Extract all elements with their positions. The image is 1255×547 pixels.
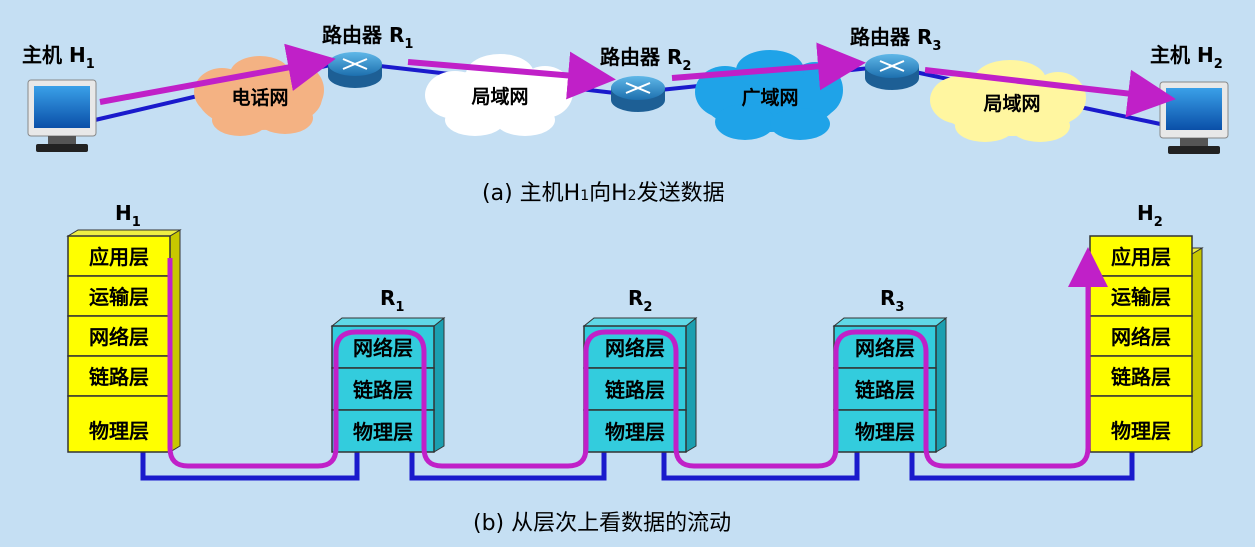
- layer-label: 网络层: [605, 336, 665, 360]
- layer-label: 网络层: [855, 336, 915, 360]
- layer-label: 链路层: [605, 378, 665, 402]
- layer-flow-path: [167, 247, 1108, 469]
- host-h2-stack: 应用层 运输层 网络层 链路层 物理层: [1088, 235, 1204, 453]
- stack-h2-label: H2: [1137, 201, 1163, 230]
- router-r3-stack: 网络层 链路层 物理层: [832, 316, 948, 453]
- layer-label: 链路层: [353, 378, 413, 402]
- layer-label: 网络层: [353, 336, 413, 360]
- host-h1-stack: 应用层 运输层 网络层 链路层 物理层: [66, 229, 182, 453]
- data-flow-arrows: [99, 42, 1176, 118]
- router-r2-stack: 网络层 链路层 物理层: [582, 316, 698, 453]
- part-b: 应用层 运输层 网络层 链路层 物理层 H1 应用层 运输层 网络层 链路层 物…: [66, 201, 1204, 536]
- layer-label: 应用层: [1111, 245, 1171, 269]
- caption-b: (b) 从层次上看数据的流动: [473, 511, 731, 536]
- layer-label: 物理层: [605, 420, 665, 444]
- router-r2-label: 路由器 R2: [600, 45, 691, 74]
- layer-label: 网络层: [89, 325, 149, 349]
- layer-label: 运输层: [89, 285, 149, 309]
- network-label: 广域网: [741, 86, 798, 109]
- router-r3-label: 路由器 R3: [850, 25, 941, 54]
- layer-label: 链路层: [855, 378, 915, 402]
- layer-label: 应用层: [89, 245, 149, 269]
- layer-label: 物理层: [353, 420, 413, 444]
- physical-links: [140, 450, 1135, 481]
- stack-r3-label: R3: [880, 286, 904, 315]
- layer-label: 物理层: [1111, 419, 1171, 443]
- layer-label: 物理层: [855, 420, 915, 444]
- part-a: 电话网 局域网 广域网: [22, 23, 1229, 206]
- network-label: 局域网: [471, 85, 528, 108]
- router-icon: [865, 54, 919, 90]
- router-icon: [611, 76, 665, 112]
- stack-r2-label: R2: [628, 286, 652, 315]
- cloud-lan-1: 局域网: [425, 54, 573, 136]
- layer-label: 运输层: [1111, 285, 1171, 309]
- router-r1-stack: 网络层 链路层 物理层: [330, 316, 446, 453]
- stack-r1-label: R1: [380, 286, 404, 315]
- caption-a: (a) 主机H1向H2发送数据: [482, 181, 725, 206]
- layer-label: 链路层: [89, 365, 149, 389]
- router-r1-label: 路由器 R1: [322, 23, 413, 52]
- host-h2-label: 主机 H2: [1150, 43, 1223, 72]
- layer-label: 网络层: [1111, 325, 1171, 349]
- host-h1-label: 主机 H1: [22, 43, 95, 72]
- router-icon: [328, 52, 382, 88]
- network-label: 局域网: [983, 92, 1040, 115]
- stack-h1-label: H1: [115, 201, 141, 230]
- layer-label: 链路层: [1111, 365, 1171, 389]
- layer-label: 物理层: [89, 419, 149, 443]
- computer-icon: [1159, 81, 1229, 154]
- cloud-wan: 广域网: [695, 50, 843, 140]
- computer-icon: [27, 79, 97, 152]
- network-label: 电话网: [231, 86, 288, 109]
- cloud-phone-network: 电话网: [194, 56, 324, 136]
